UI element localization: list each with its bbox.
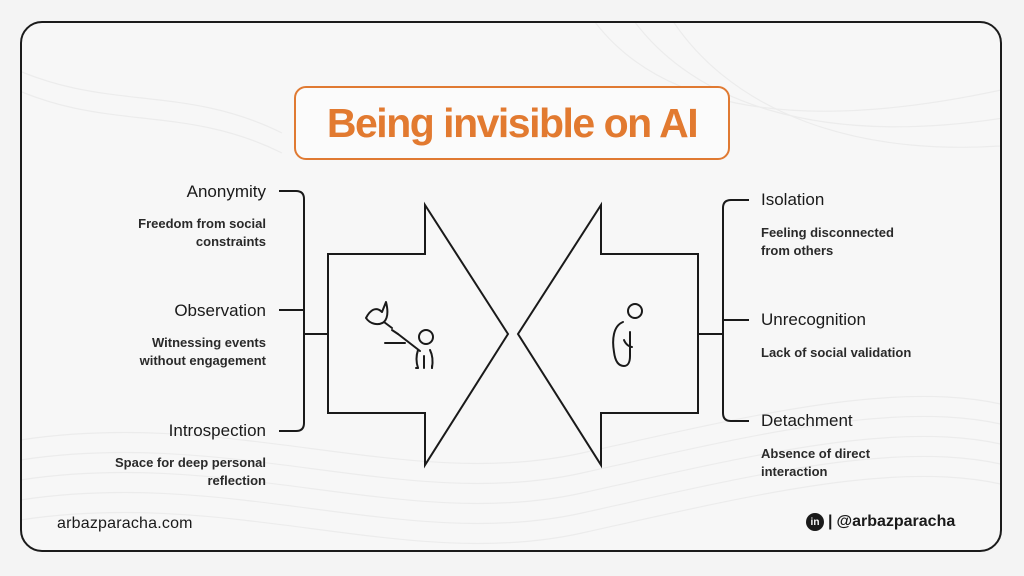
- left-item-2-desc-line-2: without engagement: [139, 353, 266, 368]
- page-title: Being invisible on AI: [326, 99, 699, 146]
- right-item-2-title: Unrecognition: [761, 310, 866, 329]
- footer-separator: |: [828, 513, 833, 530]
- left-bracket: [279, 190, 328, 432]
- right-bracket: [698, 199, 749, 422]
- left-item-3-desc-line-2: reflection: [207, 473, 266, 488]
- left-item-1-desc-line-1: Freedom from social: [138, 216, 266, 231]
- right-item-2-desc-line-1: Lack of social validation: [761, 345, 912, 360]
- left-item-1-title: Anonymity: [186, 182, 266, 201]
- title-box: Being invisible on AI: [294, 86, 730, 160]
- right-item-3-desc-line-1: Absence of direct: [761, 446, 871, 461]
- left-item-2-desc-line-1: Witnessing events: [151, 335, 266, 350]
- right-item-1-title: Isolation: [761, 190, 825, 209]
- left-arrow-shape: [327, 201, 510, 469]
- left-item-1-desc-line-2: constraints: [195, 234, 266, 249]
- right-item-3-desc: Absence of direct interaction: [761, 445, 961, 481]
- left-item-3-desc: Space for deep personal reflection: [66, 454, 266, 490]
- right-item-3-title: Detachment: [761, 411, 853, 430]
- left-item-3-title: Introspection: [168, 421, 266, 440]
- person-releasing-bird-icon: [365, 301, 434, 369]
- left-item-2-title: Observation: [174, 301, 266, 320]
- right-item-2-desc: Lack of social validation: [761, 344, 961, 362]
- right-arrow-shape: [516, 201, 699, 469]
- left-item-2-desc: Witnessing events without engagement: [66, 334, 266, 370]
- right-item-1-desc-line-2: from others: [761, 243, 834, 258]
- footer-social[interactable]: in | @arbazparacha: [806, 513, 955, 531]
- right-item-1-desc: Feeling disconnected from others: [761, 224, 961, 260]
- left-item-3-desc-line-1: Space for deep personal: [115, 455, 266, 470]
- footer-handle: @arbazparacha: [836, 513, 956, 530]
- left-item-1-desc: Freedom from social constraints: [66, 215, 266, 251]
- right-item-3-desc-line-2: interaction: [761, 464, 828, 479]
- standing-person-icon: [612, 303, 643, 367]
- right-item-1-desc-line-1: Feeling disconnected: [761, 225, 894, 240]
- linkedin-icon: in: [806, 513, 824, 531]
- background-waves: [22, 23, 1000, 545]
- footer-website[interactable]: arbazparacha.com: [57, 515, 193, 532]
